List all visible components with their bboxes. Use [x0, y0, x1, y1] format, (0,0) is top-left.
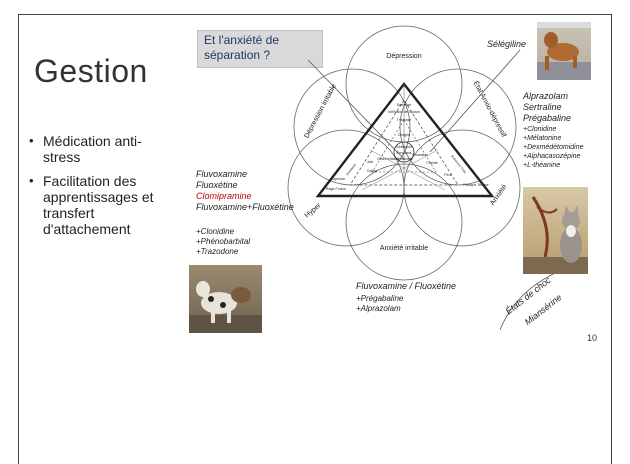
center-circle: [393, 141, 415, 163]
cat-icon: [523, 196, 588, 274]
main-triangle: [315, 82, 495, 198]
inner-label: Sensoriels: [396, 157, 413, 161]
med-anxio-add-1: +Clonidine: [523, 126, 557, 133]
slide-title: Gestion: [34, 53, 148, 89]
dog-icon: [537, 22, 591, 80]
med-irritable-3: +Alprazolam: [356, 304, 401, 313]
inner-label: Crainte: [426, 161, 438, 165]
dogs-icon: [189, 281, 262, 333]
page-number: 10: [587, 333, 598, 343]
inner-label: Évitement Fuite: [450, 154, 468, 175]
med-hyper-3: Clomipramine: [196, 191, 252, 201]
med-hyper-add-3: +Trazodone: [196, 247, 239, 256]
circle-label-upper-right: État Anxio-dépressif: [472, 79, 509, 138]
med-anxio-add-3: +Dexmédétomidine: [523, 144, 584, 151]
med-anxio-1: Alprazolam: [523, 91, 569, 101]
dog-photo-top-right: [537, 22, 591, 80]
bullet-item: Médication anti-stress: [29, 133, 179, 165]
inner-label: Frustration: [412, 153, 427, 157]
med-anxio-2: Sertraline: [523, 102, 562, 112]
slide: Gestion Médication anti-stress Facilitat…: [18, 14, 612, 464]
med-irritable-1: Fluvoxamine / Fluoxétine: [356, 281, 457, 291]
med-anxio-add-4: +Alphacasozépine: [523, 153, 581, 160]
inner-label: Tristesse: [397, 118, 411, 122]
inner-label: Inhibition de l'action: [388, 110, 419, 114]
med-anxio-3: Prégabaline: [523, 113, 572, 123]
circle-label-upper-left: Dépression irritable: [303, 83, 338, 140]
med-hyper-2: Fluoxétine: [196, 180, 238, 190]
med-hyper-1: Fluvoxamine: [196, 169, 248, 179]
bullet-list: Médication anti-stress Facilitation des …: [29, 133, 179, 245]
inner-label: Désirs Irritation: [377, 157, 399, 161]
circle-label-bottom: Anxiété irritable: [380, 245, 428, 252]
dog-photo-left: [189, 265, 262, 333]
circle-label-lower-left: Hyper: [304, 202, 323, 220]
inner-label: Colère: [367, 169, 378, 173]
inner-label: Euphorie: [331, 177, 345, 181]
med-hyper-4: Fluvoxamine+Fluoxétine: [196, 202, 294, 212]
med-hyper-add-2: +Phénobarbital: [196, 237, 251, 246]
med-hyper-add-1: +Clonidine: [196, 227, 235, 236]
inner-label: Peur: [444, 173, 452, 177]
bullet-item: Facilitation des apprentissages et trans…: [29, 173, 179, 237]
inner-label: Détresse: [397, 103, 411, 107]
inner-label: Rage Fureur: [326, 187, 347, 191]
inner-label: Excitation: [345, 163, 357, 177]
pointer-line: [307, 59, 406, 161]
question-box: Et l'anxiété de séparation ?: [197, 30, 323, 68]
inner-label: Panique Terreur: [463, 183, 489, 187]
med-irritable-2: +Prégabaline: [356, 294, 404, 303]
med-selegiline: Sélégiline: [487, 39, 527, 49]
inner-label: Chagrin: [398, 133, 411, 137]
inner-triangle: [349, 99, 459, 186]
med-anxio-add-2: +Mélatonine: [523, 135, 562, 142]
inner-label: Désespoir: [396, 145, 413, 149]
med-anxio-add-5: +L-théanine: [523, 162, 561, 169]
circle-label-top: Dépression: [386, 53, 422, 60]
pointer-line: [429, 49, 521, 153]
cat-photo-right: [523, 187, 588, 274]
inner-label: Émotions: [397, 150, 412, 155]
inner-label: Joie: [367, 160, 374, 164]
